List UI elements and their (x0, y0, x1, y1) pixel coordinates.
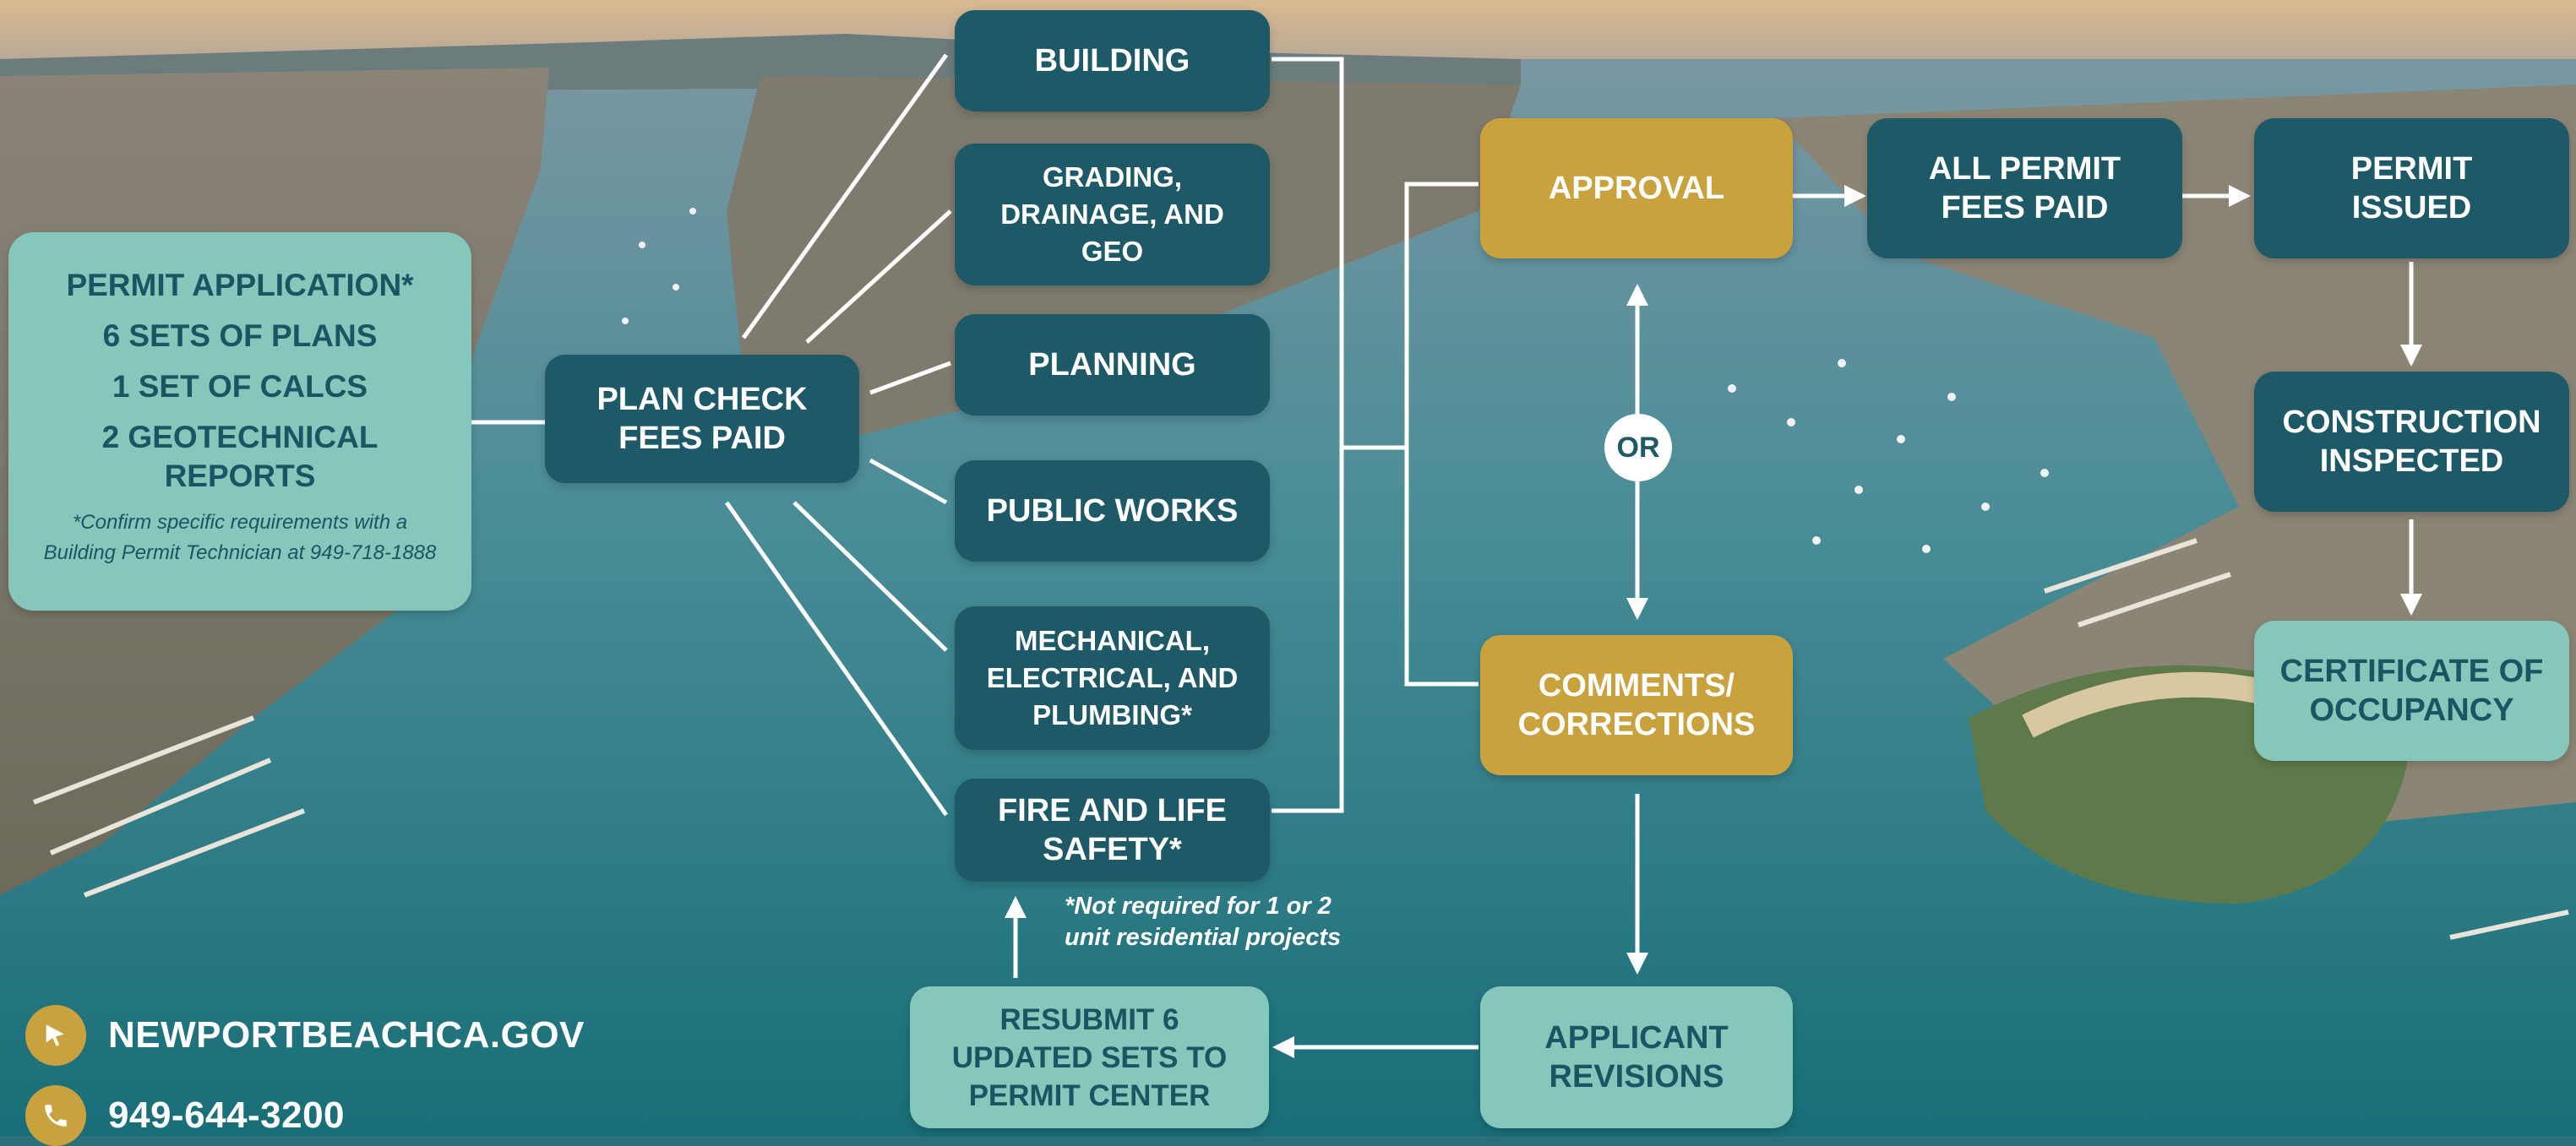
footnote-line2: unit residential projects (1065, 924, 1342, 951)
phone-number[interactable]: 949-644-3200 (108, 1094, 346, 1136)
phone-icon (25, 1085, 86, 1146)
public-works-label: PUBLIC WORKS (986, 493, 1239, 529)
construction-inspected-box: CONSTRUCTION INSPECTED (2254, 372, 2569, 512)
plan-check-line1: PLAN CHECK (596, 382, 808, 417)
cursor-icon (25, 1005, 86, 1066)
resubmit-line1: RESUBMIT 6 (999, 1002, 1179, 1036)
website-contact[interactable]: NEWPORTBEACHCA.GOV (25, 1005, 585, 1066)
all-fees-line1: ALL PERMIT (1928, 151, 2121, 187)
requirement-geotechnical: 2 GEOTECHNICAL REPORTS (101, 420, 379, 493)
mep-line1: MECHANICAL, (1015, 625, 1210, 656)
building-box: BUILDING (955, 10, 1270, 111)
all-fees-line2: FEES PAID (1941, 190, 2109, 225)
permit-issued-line1: PERMIT (2350, 151, 2473, 187)
permit-issued-box: PERMIT ISSUED (2254, 118, 2569, 258)
construction-line1: CONSTRUCTION (2282, 405, 2541, 440)
approval-label: APPROVAL (1548, 171, 1725, 206)
requirements-note: *Confirm specific requirements with a Bu… (8, 508, 471, 568)
permit-requirements-box: PERMIT APPLICATION* 6 SETS OF PLANS 1 SE… (8, 232, 471, 611)
plan-check-fees-paid-box: PLAN CHECK FEES PAID (545, 355, 859, 483)
comments-corrections-box: COMMENTS/ CORRECTIONS (1480, 635, 1793, 775)
requirements-note-line1: *Confirm specific requirements with a (72, 511, 408, 534)
comments-line2: CORRECTIONS (1517, 707, 1756, 742)
resubmit-line2: UPDATED SETS TO (951, 1040, 1228, 1074)
certificate-of-occupancy-box: CERTIFICATE OF OCCUPANCY (2254, 621, 2569, 761)
permit-issued-line2: ISSUED (2351, 190, 2472, 225)
or-badge: OR (1604, 414, 1672, 481)
comments-line1: COMMENTS/ (1538, 668, 1735, 703)
certificate-line2: OCCUPANCY (2309, 692, 2514, 728)
planning-box: PLANNING (955, 314, 1270, 415)
applicant-revisions-line2: REVISIONS (1549, 1059, 1724, 1094)
mep-line3: PLUMBING* (1032, 699, 1192, 731)
requirement-plan-sets: 6 SETS OF PLANS (102, 318, 378, 353)
construction-line2: INSPECTED (2319, 443, 2504, 479)
certificate-line1: CERTIFICATE OF (2279, 654, 2544, 689)
approval-box: APPROVAL (1480, 118, 1793, 258)
fire-line1: FIRE AND LIFE (998, 793, 1227, 828)
mep-box: MECHANICAL, ELECTRICAL, AND PLUMBING* (955, 606, 1270, 750)
grading-line3: GEO (1081, 236, 1144, 267)
applicant-revisions-line1: APPLICANT (1544, 1020, 1729, 1056)
footnote-line1: *Not required for 1 or 2 (1065, 893, 1332, 920)
requirements-note-line2: Building Permit Technician at 949-718-18… (43, 541, 437, 564)
resubmit-box: RESUBMIT 6 UPDATED SETS TO PERMIT CENTER (910, 986, 1269, 1128)
resubmit-line3: PERMIT CENTER (968, 1078, 1211, 1112)
grading-line2: DRAINAGE, AND (1000, 198, 1224, 230)
public-works-box: PUBLIC WORKS (955, 460, 1270, 562)
fire-life-safety-box: FIRE AND LIFE SAFETY* (955, 779, 1270, 882)
fire-line2: SAFETY* (1043, 832, 1182, 867)
planning-label: PLANNING (1028, 347, 1196, 383)
grading-box: GRADING, DRAINAGE, AND GEO (955, 144, 1270, 285)
phone-contact[interactable]: 949-644-3200 (25, 1085, 345, 1146)
building-label: BUILDING (1034, 43, 1190, 79)
requirement-calcs: 1 SET OF CALCS (112, 369, 368, 404)
website-link[interactable]: NEWPORTBEACHCA.GOV (108, 1014, 585, 1056)
grading-line1: GRADING, (1043, 161, 1182, 193)
requirement-permit-application: PERMIT APPLICATION* (66, 268, 414, 302)
all-permit-fees-paid-box: ALL PERMIT FEES PAID (1867, 118, 2182, 258)
applicant-revisions-box: APPLICANT REVISIONS (1480, 986, 1793, 1128)
residential-footnote: *Not required for 1 or 2 unit residentia… (1065, 891, 1419, 953)
mep-line2: ELECTRICAL, AND (986, 662, 1239, 693)
plan-check-line2: FEES PAID (618, 421, 786, 456)
